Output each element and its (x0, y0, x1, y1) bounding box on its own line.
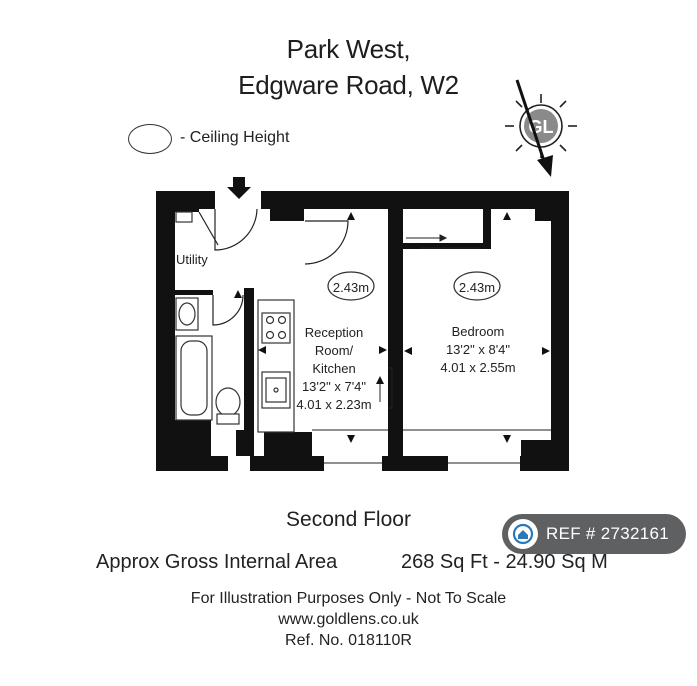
reception-name-line1: Reception (305, 325, 364, 340)
bedroom-dimensions-metric: 4.01 x 2.55m (440, 360, 515, 375)
gross-area-value: 268 Sq Ft - 24.90 Sq M (401, 551, 608, 573)
property-title-line1: Park West, (286, 34, 411, 64)
entrance-arrow-icon (227, 177, 251, 199)
reception-ceiling-height: 2.43m (333, 280, 369, 295)
ref-badge-text: REF # 2732161 (546, 524, 669, 543)
floor-label: Second Floor (286, 508, 411, 531)
bedroom-ceiling-height: 2.43m (459, 280, 495, 295)
compass-icon: GL (505, 79, 577, 177)
disclaimer-text: For Illustration Purposes Only - Not To … (190, 590, 507, 607)
reception-name-line3: Kitchen (312, 361, 355, 376)
reception-ceiling-height-oval (327, 271, 375, 301)
internal-walls (175, 191, 551, 471)
wardrobe-door-arrows (406, 234, 480, 249)
bedroom-name: Bedroom (452, 324, 505, 339)
utility-label: Utility (176, 252, 208, 267)
door-swings (198, 208, 393, 409)
gross-area-label: Approx Gross Internal Area (96, 551, 338, 573)
home-search-icon (508, 519, 538, 549)
reception-name-line2: Room/ (315, 343, 354, 358)
ceiling-height-legend-icon (128, 124, 172, 154)
bathroom-fixtures (175, 211, 241, 425)
kitchen-fixtures (257, 299, 295, 433)
website-link[interactable]: www.goldlens.co.uk (278, 611, 419, 628)
bedroom-dimensions-imperial: 13'2" x 8'4" (446, 342, 510, 357)
ref-badge: REF # 2732161 (502, 514, 686, 554)
reception-dimensions-imperial: 13'2" x 7'4" (302, 379, 366, 394)
reception-dimensions-metric: 4.01 x 2.23m (296, 397, 371, 412)
measurement-arrows (234, 212, 550, 443)
ceiling-height-legend-label: - Ceiling Height (180, 129, 290, 146)
property-title-line2: Edgware Road, W2 (238, 70, 459, 100)
reference-number: Ref. No. 018110R (285, 632, 412, 649)
bedroom-ceiling-height-oval (453, 271, 501, 301)
